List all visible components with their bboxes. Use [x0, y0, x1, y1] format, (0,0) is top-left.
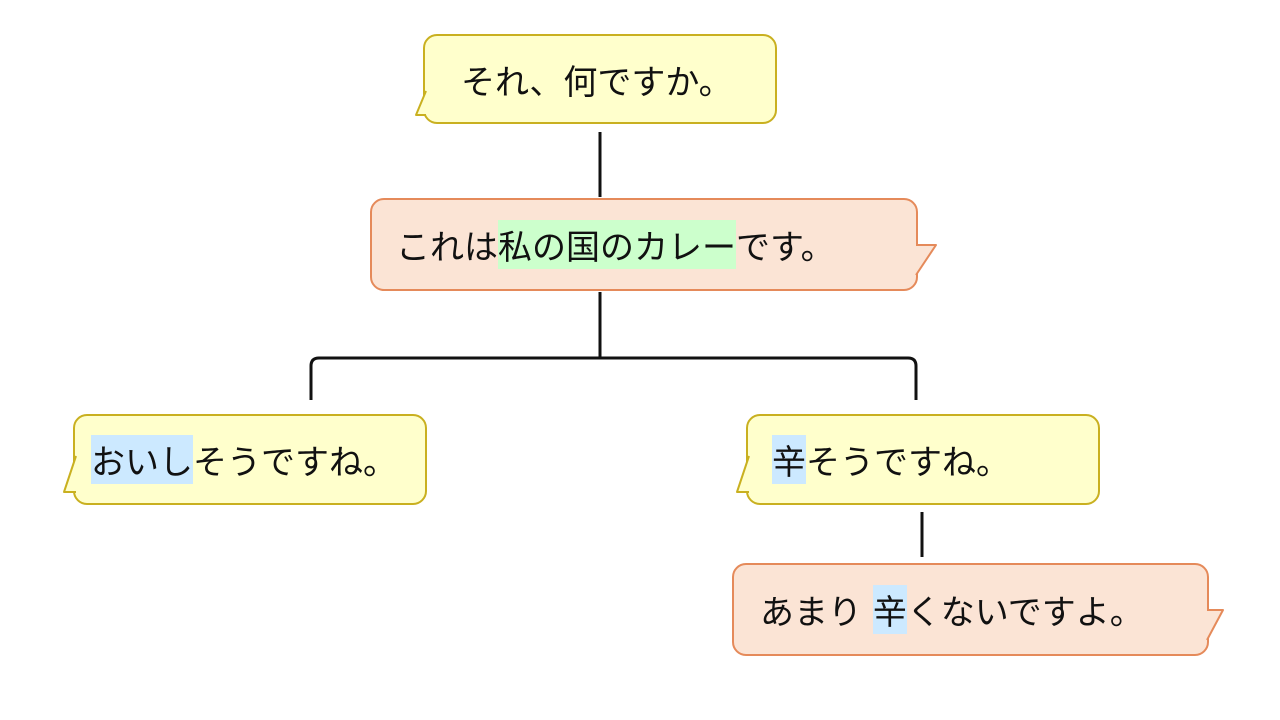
question-text: それ、何ですか。	[461, 62, 733, 103]
speech-bubble-not-spicy: あまり 辛くないですよ。	[732, 563, 1224, 656]
bubble-tail-left	[63, 455, 77, 493]
not-spicy-text-pre: あまり	[760, 593, 873, 633]
connector-branch	[309, 356, 918, 400]
bubble-tail-left	[415, 90, 427, 116]
speech-bubble-answer: これは私の国のカレーです。	[370, 198, 937, 291]
not-spicy-highlight: 辛	[872, 585, 907, 634]
delicious-highlight: おいし	[91, 435, 193, 484]
not-spicy-text-post: くないですよ。	[906, 593, 1144, 633]
answer-highlight: 私の国のカレー	[498, 220, 736, 269]
speech-bubble-delicious: おいしそうですね。	[63, 414, 427, 505]
bubble-tail-right	[915, 244, 937, 276]
bubble-tail-left	[736, 455, 750, 493]
answer-text-pre: これは	[396, 228, 498, 268]
speech-bubble-question: それ、何ですか。	[415, 34, 777, 124]
answer-text-post: です。	[736, 228, 835, 268]
speech-bubble-spicy: 辛そうですね。	[736, 414, 1100, 505]
spicy-text-post: そうですね。	[806, 443, 1010, 483]
spicy-highlight: 辛	[772, 435, 806, 484]
bubble-tail-right	[1206, 609, 1224, 641]
delicious-text-post: そうですね。	[193, 443, 397, 483]
